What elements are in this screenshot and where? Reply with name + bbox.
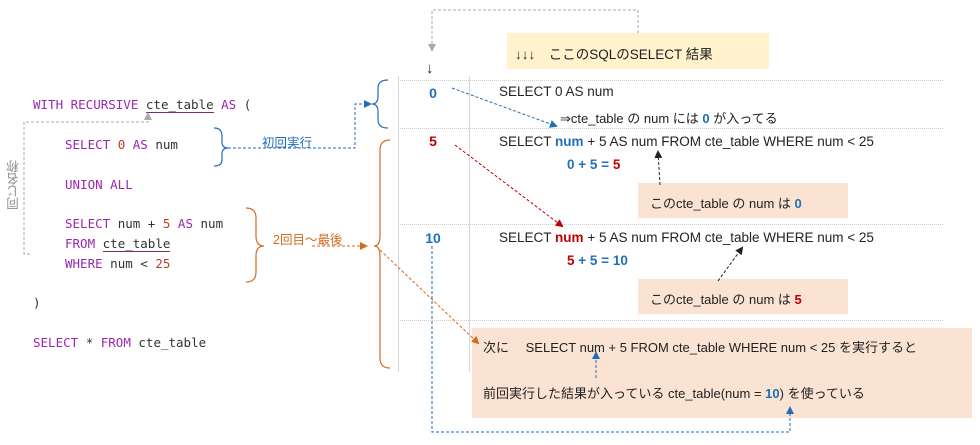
- loop-brace: [245, 207, 265, 283]
- loop-label: 2回目〜最後: [273, 233, 343, 247]
- row-separator-2: [398, 224, 943, 225]
- row1-note-pre: ⇒cte_table の num には: [560, 111, 699, 126]
- row3-calc-mid: + 5 =: [578, 253, 610, 268]
- result-value-5: 5: [429, 133, 437, 149]
- code-keyword: SELECT: [65, 216, 111, 231]
- row2-calc-pre: 0 + 5 =: [567, 157, 610, 172]
- row3-sql-post: + 5 AS num FROM cte_table WHERE num < 25: [587, 230, 874, 245]
- code-keyword: AS: [221, 97, 237, 112]
- result-value-0: 0: [429, 85, 437, 101]
- code-keyword: SELECT: [33, 335, 79, 350]
- row2-box-arrow: [654, 150, 663, 186]
- code-text: num +: [117, 216, 156, 231]
- header-box: [507, 33, 769, 69]
- code-line-1: WITH RECURSIVE cte_table AS (: [33, 97, 252, 113]
- row3-box-arrow: [717, 246, 744, 282]
- row1-note: ⇒cte_table の num には 0 が入ってる: [560, 108, 778, 127]
- cte-name: cte_table: [145, 97, 214, 113]
- row2-sql-post: + 5 AS num FROM cte_table WHERE num < 25: [587, 134, 874, 149]
- row-separator-top: [398, 80, 943, 81]
- value5-arrow: [454, 144, 564, 228]
- code-line-2: SELECT 0 AS num: [65, 137, 178, 152]
- cte-name-ref: cte_table: [102, 236, 171, 252]
- first-run-arrow: [228, 100, 372, 149]
- row1-note-post: が入ってる: [713, 111, 778, 126]
- code-text: cte_table: [138, 335, 207, 350]
- code-keyword: SELECT: [65, 137, 111, 152]
- loop-results-bracket: [373, 139, 391, 369]
- row3-info-box: [638, 279, 848, 314]
- bottom-line-2-value: 10: [765, 386, 780, 401]
- row3-box-pre: このcte_table の num は: [650, 292, 791, 307]
- code-keyword: WITH RECURSIVE: [33, 97, 139, 112]
- row2-box-pre: このcte_table の num は: [650, 196, 791, 211]
- code-keyword: FROM: [65, 236, 96, 251]
- code-line-5: FROM cte_table: [65, 236, 171, 252]
- row3-calc-value: 10: [612, 253, 628, 268]
- loop-to-box-arrow: [379, 249, 480, 345]
- row3-sql-pre: SELECT: [499, 230, 552, 245]
- row3-calc-a: 5: [567, 253, 575, 268]
- down-arrow: ↓: [426, 60, 434, 77]
- row2-sql-pre: SELECT: [499, 134, 552, 149]
- code-number: 5: [162, 216, 171, 231]
- row2-sql: SELECT num + 5 AS num FROM cte_table WHE…: [499, 134, 874, 149]
- code-keyword: WHERE: [65, 256, 103, 271]
- bottom-line-1: 次に SELECT num + 5 FROM cte_table WHERE n…: [483, 337, 917, 356]
- row1-note-value: 0: [702, 111, 710, 126]
- result-value-10: 10: [425, 230, 441, 246]
- value0-arrow: [451, 87, 558, 128]
- code-text: num <: [110, 256, 148, 271]
- same-name-connector: [23, 112, 152, 255]
- row3-box-text: このcte_table の num は 5: [650, 289, 802, 308]
- code-text: num: [155, 137, 178, 152]
- code-keyword: AS: [132, 137, 148, 152]
- code-keyword: FROM: [100, 335, 131, 350]
- code-line-4: SELECT num + 5 AS num: [65, 216, 223, 231]
- code-number: 0: [117, 137, 126, 152]
- header-box-text: ↓↓↓ ここのSQLのSELECT 結果: [515, 47, 713, 62]
- code-text: num: [200, 216, 224, 231]
- code-line-3: UNION ALL: [65, 177, 133, 192]
- code-keyword: UNION ALL: [65, 177, 133, 192]
- bottom-line-1-sql: SELECT num + 5 FROM cte_table WHERE num …: [525, 340, 836, 355]
- code-keyword: AS: [177, 216, 193, 231]
- first-result-bracket: [371, 79, 389, 129]
- row2-sql-num: num: [555, 134, 584, 149]
- bottom-line-2: 前回実行した結果が入っている cte_table(num = 10) を使ってい…: [483, 383, 865, 402]
- row3-sql-num: num: [555, 230, 584, 245]
- bottom-explanation-box: [472, 328, 972, 418]
- value10-loop: [431, 246, 794, 433]
- header-loop-connector: [428, 9, 639, 52]
- code-text: *: [85, 335, 94, 350]
- code-text: (: [243, 97, 252, 112]
- row2-info-box: [638, 183, 848, 218]
- row-separator-3: [398, 320, 943, 321]
- row3-calc: 5 + 5 = 10: [567, 253, 628, 268]
- first-run-brace: [213, 127, 229, 167]
- row2-box-text: このcte_table の num は 0: [650, 193, 802, 212]
- first-run-label: 初回実行: [262, 136, 313, 150]
- bottom-line-1-pre: 次に: [483, 340, 510, 355]
- bottom-line-2-post: ) を使っている: [779, 386, 865, 401]
- bottom-line-1-post: を実行すると: [838, 340, 917, 355]
- code-line-7: ): [33, 295, 41, 310]
- row3-box-value: 5: [794, 292, 802, 307]
- bottom-line-2-pre: 前回実行した結果が入っている cte_table(num =: [483, 386, 762, 401]
- row1-sql: SELECT 0 AS num: [499, 84, 614, 99]
- code-line-6: WHERE num < 25: [65, 256, 170, 271]
- row2-box-value: 0: [794, 196, 802, 211]
- code-number: 25: [155, 256, 171, 271]
- row3-sql: SELECT num + 5 AS num FROM cte_table WHE…: [499, 230, 874, 245]
- code-line-8: SELECT * FROM cte_table: [33, 335, 206, 350]
- row2-calc-value: 5: [612, 157, 621, 172]
- row-separator-1: [398, 128, 943, 129]
- row2-calc: 0 + 5 = 5: [567, 157, 620, 172]
